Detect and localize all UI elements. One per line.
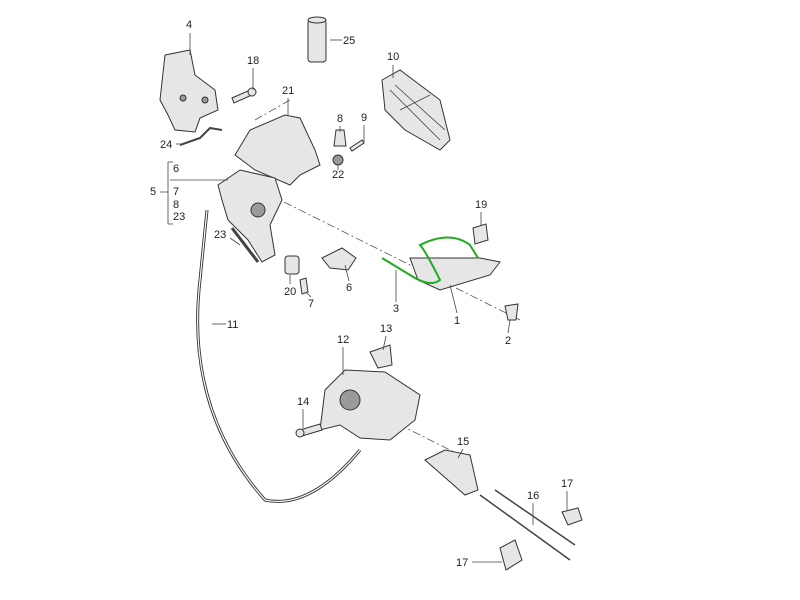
callout-17: 17 (561, 478, 574, 490)
callout-4: 4 (186, 19, 193, 31)
callout-3: 3 (393, 303, 400, 315)
callout-6: 6 (346, 282, 353, 294)
part-10-cover[interactable] (381, 69, 451, 151)
callout-19: 19 (475, 199, 488, 211)
part-11-cable[interactable] (196, 209, 362, 503)
callout-12: 12 (337, 334, 350, 346)
part-15-guide[interactable] (424, 449, 479, 496)
part-13-bracket[interactable] (369, 344, 393, 369)
callout-5: 5 (150, 186, 157, 198)
callout-25: 25 (343, 35, 356, 47)
callout-21: 21 (282, 85, 295, 97)
callout-5-sub-8: 8 (173, 199, 180, 211)
part-6-bracket[interactable] (321, 247, 357, 271)
callout-23: 23 (214, 229, 227, 241)
callout-1: 1 (454, 315, 461, 327)
part-17-clip[interactable] (499, 539, 523, 571)
part-17-clip[interactable] (561, 507, 583, 526)
callout-5-sub-7: 7 (173, 186, 180, 198)
callout-18: 18 (247, 55, 260, 67)
part-19-clip[interactable] (472, 223, 489, 245)
part-25-sleeve[interactable] (307, 16, 327, 63)
callout-5-sub-6: 6 (173, 163, 180, 175)
callout-5-sub-23: 23 (173, 211, 186, 223)
assembly-axis-line (254, 99, 291, 121)
part-24-clip[interactable] (179, 126, 223, 146)
callout-14: 14 (297, 396, 310, 408)
part-12-actuator[interactable] (319, 369, 421, 441)
part-2-screw[interactable] (504, 303, 519, 321)
callout-17-lower: 17 (456, 557, 469, 569)
assembly-axis-line (269, 194, 521, 321)
part-14-bolt[interactable] (295, 423, 323, 438)
part-lever-mechanism[interactable] (217, 169, 283, 263)
callout-9: 9 (361, 112, 368, 124)
part-16-cables[interactable] (479, 489, 576, 561)
part-20-grommet[interactable] (284, 255, 300, 275)
callout-7: 7 (308, 298, 315, 310)
callout-24: 24 (160, 139, 173, 151)
callout-11: 11 (227, 319, 239, 331)
part-1-handle[interactable] (409, 257, 501, 291)
part-22-nut[interactable] (332, 154, 344, 166)
callout-8: 8 (337, 113, 344, 125)
leader-lines (160, 33, 568, 563)
callout-2: 2 (505, 335, 512, 347)
callout-15: 15 (457, 436, 470, 448)
part-18-bolt[interactable] (231, 87, 257, 104)
callout-16: 16 (527, 490, 540, 502)
callout-20: 20 (284, 286, 297, 298)
callout-13: 13 (380, 323, 393, 335)
part-4-bracket[interactable] (159, 49, 219, 133)
part-9-screw[interactable] (349, 139, 365, 152)
callout-22: 22 (332, 169, 345, 181)
part-7-bolt[interactable] (299, 277, 309, 295)
part-23-pin[interactable] (230, 227, 260, 263)
callout-10: 10 (387, 51, 400, 63)
part-8-bolt[interactable] (333, 129, 347, 147)
part-3-cable-highlighted[interactable] (381, 236, 479, 285)
